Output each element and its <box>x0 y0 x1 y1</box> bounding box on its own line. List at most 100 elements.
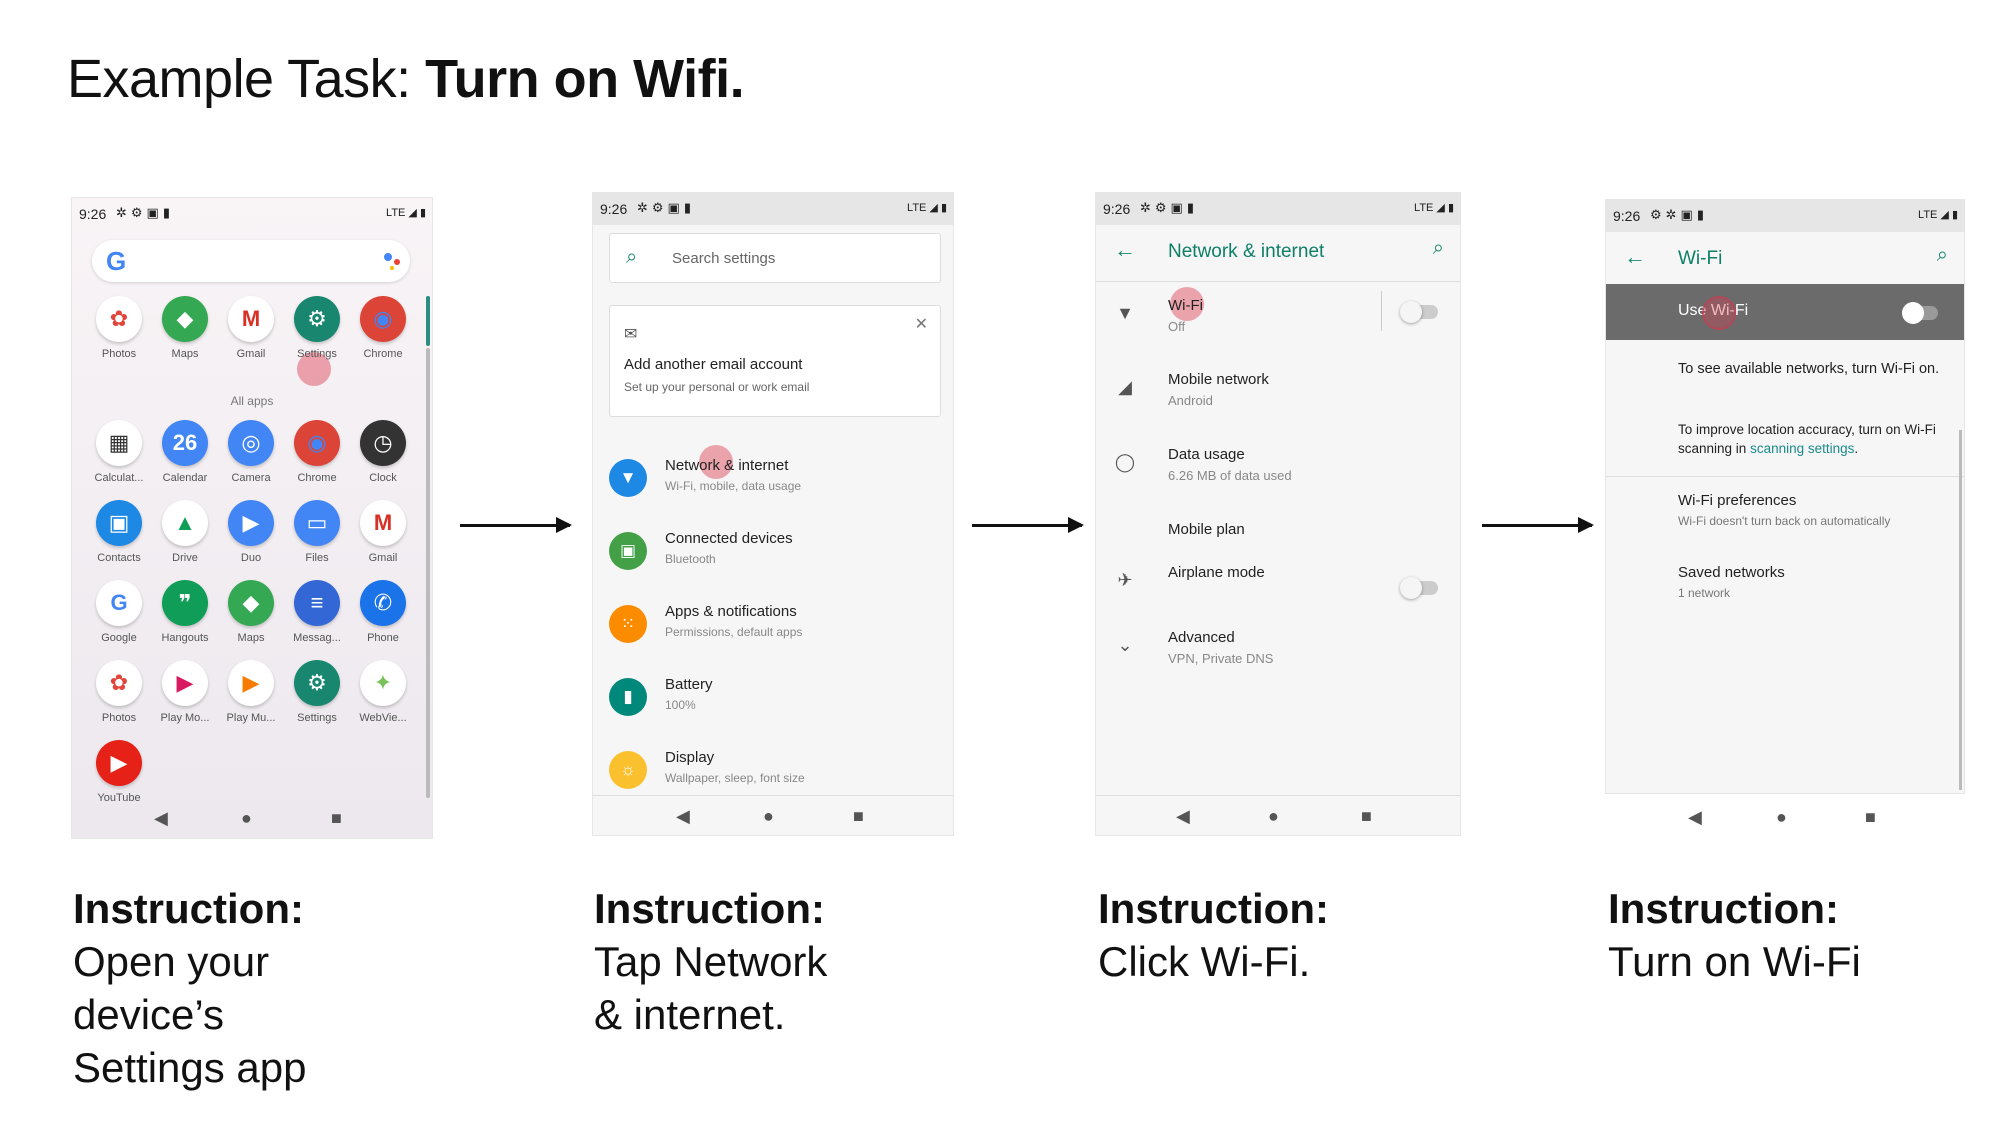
app-label: Maps <box>171 348 199 360</box>
item-subtitle: Android <box>1168 393 1213 408</box>
app-label: Calendar <box>162 472 208 484</box>
home-icon[interactable]: ● <box>1776 807 1787 827</box>
app-label: Drive <box>172 552 198 564</box>
app-photos[interactable]: ✿Photos <box>86 296 152 360</box>
home-icon[interactable]: ● <box>241 808 252 828</box>
app-play-mo[interactable]: ▶Play Mo... <box>152 660 218 724</box>
suggestion-card[interactable]: ✉ ✕ Add another email account Set up you… <box>609 305 941 417</box>
recents-icon[interactable]: ■ <box>1361 806 1372 826</box>
home-icon[interactable]: ● <box>1268 806 1279 826</box>
app-phone[interactable]: ✆Phone <box>350 580 416 644</box>
app-label: YouTube <box>97 792 141 804</box>
use-wifi-toggle[interactable] <box>1902 302 1938 324</box>
close-icon[interactable]: ✕ <box>914 316 928 333</box>
app-messag[interactable]: ≡Messag... <box>284 580 350 644</box>
app-youtube[interactable]: ▶ YouTube <box>86 740 152 804</box>
recents-icon[interactable]: ■ <box>1865 807 1876 827</box>
wifi-preferences-subtitle: Wi-Fi doesn't turn back on automatically <box>1678 514 1891 528</box>
airplane-toggle[interactable] <box>1400 577 1438 599</box>
scanning-settings-link[interactable]: scanning settings <box>1750 441 1855 456</box>
phone-wifi-screen: 9:26 ⚙✲▣▮ LTE ◢ ▮ ← Wi-Fi ⌕ Use Wi-Fi To… <box>1606 200 1964 793</box>
app-bar: ← Wi-Fi ⌕ <box>1606 232 1964 285</box>
app-files[interactable]: ▭Files <box>284 500 350 564</box>
app-settings[interactable]: ⚙Settings <box>284 660 350 724</box>
apps-notifications-icon: ⁙ <box>609 605 647 643</box>
calculat-icon: ▦ <box>96 420 142 466</box>
item-subtitle: Permissions, default apps <box>665 625 803 639</box>
status-icons: ✲⚙▣▮ <box>1140 200 1198 215</box>
advanced-icon: ⌄ <box>1117 635 1133 655</box>
app-settings[interactable]: ⚙Settings <box>284 296 350 360</box>
app-contacts[interactable]: ▣ Contacts <box>86 500 152 564</box>
app-hangouts[interactable]: ❞Hangouts <box>152 580 218 644</box>
arrow-icon <box>1482 517 1594 533</box>
back-arrow-icon[interactable]: ← <box>1114 237 1136 262</box>
back-icon[interactable]: ◀ <box>154 808 168 828</box>
youtube-icon: ▶ <box>96 740 142 786</box>
app-calculat[interactable]: ▦Calculat... <box>86 420 152 484</box>
network-item-airplane-mode[interactable]: ✈Airplane mode <box>1096 558 1460 618</box>
item-title: Battery <box>665 676 713 693</box>
back-icon[interactable]: ◀ <box>1688 807 1702 827</box>
app-chrome[interactable]: ◉Chrome <box>284 420 350 484</box>
instruction-1: Instruction: Open your device’s Settings… <box>73 882 307 1094</box>
recents-icon[interactable]: ■ <box>853 806 864 826</box>
app-clock[interactable]: ◷Clock <box>350 420 416 484</box>
google-search-bar[interactable]: G <box>92 240 410 282</box>
app-label: Messag... <box>293 632 341 644</box>
home-icon[interactable]: ● <box>763 806 774 826</box>
app-label: Maps <box>237 632 265 644</box>
app-maps[interactable]: ◆Maps <box>152 296 218 360</box>
back-arrow-icon[interactable]: ← <box>1624 244 1646 269</box>
scrollbar[interactable] <box>1959 430 1962 790</box>
status-network: LTE ◢ ▮ <box>1918 209 1958 221</box>
item-subtitle: Bluetooth <box>665 552 716 566</box>
back-icon[interactable]: ◀ <box>1176 806 1190 826</box>
app-play-mu[interactable]: ▶Play Mu... <box>218 660 284 724</box>
airplane-mode-icon: ✈ <box>1117 570 1133 590</box>
app-label: Settings <box>297 348 337 360</box>
app-maps[interactable]: ◆Maps <box>218 580 284 644</box>
scrollbar-thumb[interactable] <box>426 296 430 346</box>
contacts-icon: ▣ <box>96 500 142 546</box>
app-label: Contacts <box>97 552 141 564</box>
back-icon[interactable]: ◀ <box>676 806 690 826</box>
app-label: Duo <box>240 552 262 564</box>
search-icon[interactable]: ⌕ <box>1936 244 1948 266</box>
instruction-4: Instruction: Turn on Wi-Fi <box>1608 882 1861 988</box>
search-icon[interactable]: ⌕ <box>1432 237 1444 259</box>
app-chrome[interactable]: ◉Chrome <box>350 296 416 360</box>
instruction-line: Settings app <box>73 1044 307 1091</box>
search-settings-field[interactable]: ⌕ Search settings <box>609 233 941 283</box>
wifi-toggle[interactable] <box>1400 301 1438 323</box>
chrome-icon: ◉ <box>294 420 340 466</box>
instruction-heading: Instruction: <box>594 885 825 932</box>
files-icon: ▭ <box>294 500 340 546</box>
recents-icon[interactable]: ■ <box>331 808 342 828</box>
network-item-mobile-plan[interactable]: Mobile plan <box>1096 515 1460 575</box>
search-placeholder: Search settings <box>672 250 776 267</box>
app-photos[interactable]: ✿Photos <box>86 660 152 724</box>
app-label: Gmail <box>368 552 398 564</box>
item-title: Mobile network <box>1168 371 1269 388</box>
assistant-icon[interactable] <box>384 253 392 261</box>
app-duo[interactable]: ▶Duo <box>218 500 284 564</box>
use-wifi-row[interactable]: Use Wi-Fi <box>1606 284 1964 340</box>
data-usage-icon: ◯ <box>1114 452 1136 472</box>
app-camera[interactable]: ◎Camera <box>218 420 284 484</box>
app-webvie[interactable]: ✦WebVie... <box>350 660 416 724</box>
app-drive[interactable]: ▲Drive <box>152 500 218 564</box>
